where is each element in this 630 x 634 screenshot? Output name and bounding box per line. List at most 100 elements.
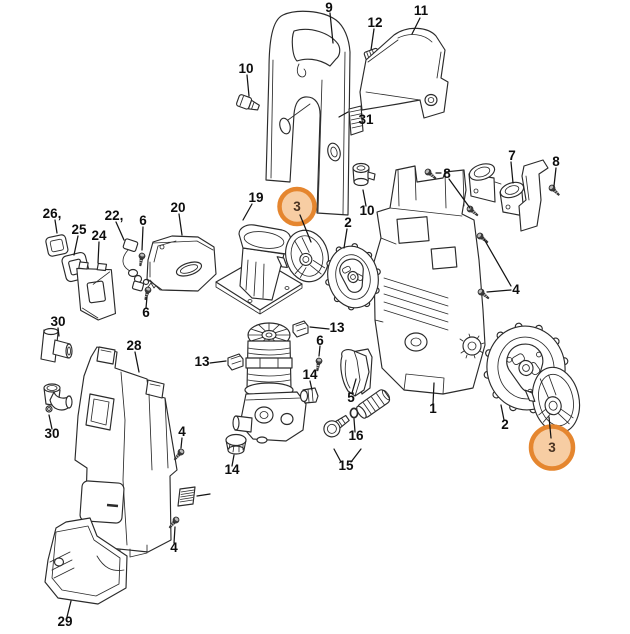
part-number-text[interactable]: 3 bbox=[293, 199, 301, 214]
part-callout-label-14-bottom[interactable]: 14 bbox=[224, 462, 240, 477]
part-callout-label-9[interactable]: 9 bbox=[325, 0, 333, 15]
part-number-text[interactable]: 8 bbox=[443, 166, 451, 181]
part-number-text[interactable]: 10 bbox=[359, 203, 374, 218]
part-30-elbow-bottom bbox=[43, 383, 73, 413]
part-number-text[interactable]: 7 bbox=[508, 148, 516, 163]
part-callout-label-6-left-top[interactable]: 6 bbox=[139, 213, 147, 228]
part-callout-label-6-left-bottom[interactable]: 6 bbox=[142, 305, 150, 320]
leader-lines bbox=[48, 12, 557, 618]
part-26-cap bbox=[45, 234, 69, 257]
part-number-text[interactable]: 30 bbox=[44, 426, 59, 441]
part-number-text[interactable]: 4 bbox=[170, 540, 178, 555]
part-number-text[interactable]: 19 bbox=[248, 190, 263, 205]
part-number-text[interactable]: 25 bbox=[71, 222, 87, 237]
part-number-text[interactable]: 3 bbox=[548, 440, 556, 455]
part-number-text[interactable]: 15 bbox=[338, 458, 354, 473]
part-callout-label-12[interactable]: 12 bbox=[367, 15, 382, 30]
part-number-text[interactable]: 16 bbox=[348, 428, 364, 443]
part-5-holder bbox=[340, 348, 373, 397]
part-4-screw-right-1 bbox=[475, 231, 491, 246]
part-number-text[interactable]: 11 bbox=[414, 3, 429, 18]
part-number-text[interactable]: 5 bbox=[347, 390, 355, 405]
part-number-text[interactable]: 31 bbox=[358, 112, 374, 127]
part-31-vent-sticker bbox=[348, 105, 364, 136]
highlight-ring-label-3-top[interactable] bbox=[277, 186, 317, 227]
part-callout-label-4-left-bottom[interactable]: 4 bbox=[170, 540, 178, 555]
part-number-text[interactable]: 10 bbox=[238, 61, 253, 76]
part-7-wheel-holder bbox=[468, 159, 549, 232]
part-callout-label-10-mid[interactable]: 10 bbox=[359, 203, 374, 218]
part-callout-label-5[interactable]: 5 bbox=[347, 390, 355, 405]
part-16-o-ring bbox=[349, 407, 359, 419]
part-number-text[interactable]: 14 bbox=[302, 367, 318, 382]
part-11-handle-bracket bbox=[359, 27, 449, 119]
part-number-text[interactable]: 8 bbox=[552, 154, 560, 169]
part-callout-label-2-right[interactable]: 2 bbox=[501, 417, 509, 432]
part-callout-label-16[interactable]: 16 bbox=[348, 428, 364, 443]
part-3-wheel-cover-bottom bbox=[524, 366, 581, 434]
part-callout-label-30-bottom[interactable]: 30 bbox=[44, 426, 59, 441]
part-number-text[interactable]: 26, bbox=[43, 206, 62, 221]
part-callout-label-13-left[interactable]: 13 bbox=[194, 354, 210, 369]
part-number-text[interactable]: 22, bbox=[105, 208, 124, 223]
highlight-ring-label-3-bottom[interactable] bbox=[528, 424, 576, 471]
part-number-text[interactable]: 6 bbox=[316, 333, 324, 348]
part-number-text[interactable]: 12 bbox=[367, 15, 382, 30]
part-3-wheel-cover-top bbox=[276, 229, 329, 283]
part-number-text[interactable]: 13 bbox=[194, 354, 210, 369]
part-number-text[interactable]: 4 bbox=[512, 282, 520, 297]
part-number-text[interactable]: 4 bbox=[178, 424, 186, 439]
part-callout-label-8-right[interactable]: 8 bbox=[552, 154, 560, 169]
part-callout-label-28[interactable]: 28 bbox=[126, 338, 142, 353]
part-number-text[interactable]: 13 bbox=[329, 320, 345, 335]
part-number-text[interactable]: 2 bbox=[501, 417, 509, 432]
part-15-plug bbox=[323, 414, 350, 438]
part-callout-label-6-center[interactable]: 6 bbox=[316, 333, 324, 348]
part-callout-label-7[interactable]: 7 bbox=[508, 148, 516, 163]
part-number-text[interactable]: 29 bbox=[57, 614, 72, 629]
part-callout-label-8-left[interactable]: 8 bbox=[443, 166, 451, 181]
part-callout-label-14-right[interactable]: 14 bbox=[302, 367, 318, 382]
part-6-screw-a bbox=[136, 251, 147, 267]
part-20-hood bbox=[146, 235, 217, 292]
part-motor-pump-assembly bbox=[232, 322, 307, 444]
part-10-plug-top bbox=[236, 94, 260, 111]
part-callout-label-3-top[interactable]: 3 bbox=[293, 199, 301, 214]
part-9-top-handle bbox=[265, 10, 351, 216]
part-callout-label-25[interactable]: 25 bbox=[71, 222, 87, 237]
part-callout-label-13-right[interactable]: 13 bbox=[329, 320, 345, 335]
part-number-text[interactable]: 9 bbox=[325, 0, 333, 15]
part-callout-label-19[interactable]: 19 bbox=[248, 190, 263, 205]
part-callout-label-1[interactable]: 1 bbox=[429, 401, 437, 416]
part-callout-label-24[interactable]: 24 bbox=[91, 228, 107, 243]
part-callout-label-10-top[interactable]: 10 bbox=[238, 61, 253, 76]
part-number-text[interactable]: 2 bbox=[344, 215, 352, 230]
part-number-text[interactable]: 28 bbox=[126, 338, 142, 353]
part-number-text[interactable]: 6 bbox=[139, 213, 147, 228]
part-number-text[interactable]: 20 bbox=[170, 200, 185, 215]
part-number-text[interactable]: 1 bbox=[429, 401, 437, 416]
part-2-wheel-top bbox=[325, 243, 381, 311]
part-callout-label-11[interactable]: 11 bbox=[414, 3, 429, 18]
part-number-text[interactable]: 6 bbox=[142, 305, 150, 320]
part-callout-label-26[interactable]: 26, bbox=[43, 206, 62, 221]
part-number-text[interactable]: 30 bbox=[50, 314, 65, 329]
part-13-clip-right bbox=[292, 320, 309, 338]
part-callout-label-15[interactable]: 15 bbox=[338, 458, 354, 473]
part-callout-label-4-right[interactable]: 4 bbox=[512, 282, 520, 297]
part-callout-label-30-top[interactable]: 30 bbox=[50, 314, 65, 329]
part-19-funnel bbox=[215, 224, 303, 315]
part-callout-label-29[interactable]: 29 bbox=[57, 614, 72, 629]
part-1-chassis bbox=[373, 165, 486, 395]
part-callout-label-3-bottom[interactable]: 3 bbox=[548, 440, 556, 455]
part-callout-label-31[interactable]: 31 bbox=[358, 112, 374, 127]
part-number-text[interactable]: 14 bbox=[224, 462, 240, 477]
part-callout-label-4-left-top[interactable]: 4 bbox=[178, 424, 186, 439]
part-8-screw-a bbox=[423, 167, 439, 182]
part-callout-label-20[interactable]: 20 bbox=[170, 200, 185, 215]
part-number-text[interactable]: 24 bbox=[91, 228, 107, 243]
part-callout-label-22[interactable]: 22, bbox=[105, 208, 124, 223]
part-callout-label-2-top[interactable]: 2 bbox=[344, 215, 352, 230]
